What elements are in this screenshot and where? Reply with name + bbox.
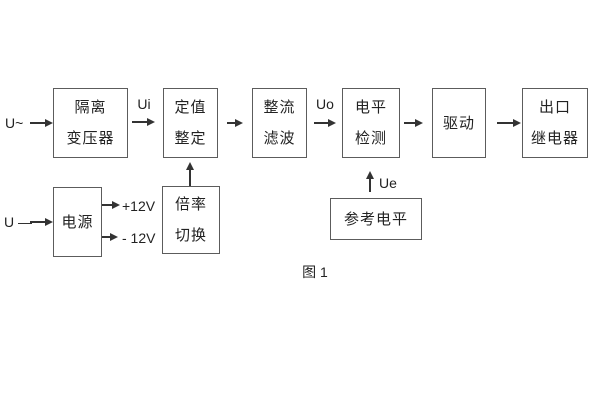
arrow-rail-pos [102, 201, 120, 208]
arrow-ue [366, 171, 373, 192]
arrow-rail-neg [102, 233, 118, 240]
signal-uo-label: Uo [316, 96, 334, 112]
block-label-line1: 出口 [538, 99, 571, 116]
block-label-line2: 切换 [174, 227, 207, 244]
block-label-line2: 整定 [174, 130, 207, 147]
arrow-drive-to-relay [497, 119, 521, 126]
arrow-setting-to-rectify [227, 119, 243, 126]
figure-caption: 图 1 [302, 264, 328, 280]
block-label-line1: 倍率 [174, 196, 207, 213]
block-label: 电源 [61, 213, 94, 231]
signal-ue-label: Ue [379, 175, 397, 191]
block-label-line2: 变压器 [66, 130, 115, 147]
block-label: 参考电平 [343, 210, 408, 228]
ac-input-label: U~ [5, 115, 24, 131]
block-level-detect: 电平 检测 [342, 88, 400, 158]
arrow-rectify-to-level [314, 119, 336, 126]
block-label-line1: 隔离 [74, 99, 107, 116]
block-rectify-filter: 整流 滤波 [252, 88, 307, 158]
arrow-dc-input [30, 218, 53, 225]
rail-pos-label: +12V [122, 198, 156, 214]
arrow-isolation-to-setting [132, 118, 155, 125]
arrow-ac-input [30, 119, 53, 126]
block-label-line1: 电平 [354, 99, 387, 116]
block-output-relay: 出口 继电器 [522, 88, 588, 158]
block-power-supply: 电源 [53, 187, 102, 257]
dc-input-label: U — [4, 214, 32, 230]
block-label-line2: 滤波 [263, 130, 296, 147]
signal-ui-label: Ui [137, 96, 151, 112]
arrow-ratio-to-setting [186, 162, 193, 186]
block-drive: 驱动 [432, 88, 486, 158]
block-value-setting: 定值 整定 [163, 88, 218, 158]
block-label-line2: 继电器 [530, 130, 579, 147]
block-isolation-transformer: 隔离 变压器 [53, 88, 128, 158]
arrow-level-to-drive [404, 119, 423, 126]
block-label-line1: 定值 [174, 99, 207, 116]
block-label-line1: 整流 [263, 99, 296, 116]
block-reference-level: 参考电平 [330, 198, 422, 240]
rail-neg-label: - 12V [122, 230, 156, 246]
block-label: 驱动 [442, 114, 475, 132]
block-label-line2: 检测 [354, 130, 387, 147]
block-ratio-switch: 倍率 切换 [162, 186, 220, 254]
